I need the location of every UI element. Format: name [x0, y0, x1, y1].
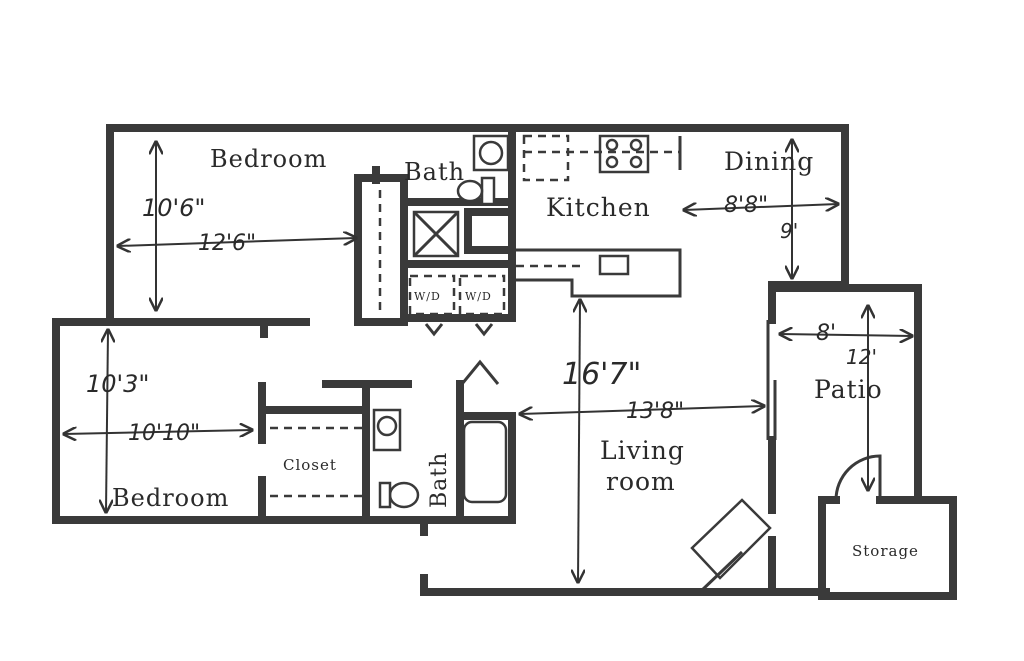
- toilet-1: [480, 176, 496, 206]
- fixtures: [270, 134, 882, 594]
- dim-label-bedroom-1-width: 12'6": [198, 231, 256, 256]
- washer-dryer-label-1: W/D: [414, 290, 441, 303]
- dim-label-patio-height: 12': [846, 345, 877, 369]
- room-label-kitchen: Kitchen: [546, 193, 651, 222]
- room-labels: Bedroom Bath Kitchen Dining Patio Bedroo…: [112, 145, 919, 560]
- washer-dryer-2: [458, 274, 506, 316]
- toilet-2: [388, 481, 420, 509]
- dim-label-patio-width: 8': [816, 321, 836, 346]
- dim-label-bedroom-2-width: 10'10": [128, 421, 200, 446]
- room-label-bath-1: Bath: [404, 158, 465, 186]
- room-label-bedroom-2: Bedroom: [112, 484, 229, 512]
- dim-label-living-width: 13'8": [626, 399, 684, 424]
- dim-label-dining-width: 8'8": [724, 193, 768, 218]
- room-label-bedroom-1: Bedroom: [210, 145, 327, 173]
- room-label-dining: Dining: [724, 147, 814, 176]
- room-label-patio: Patio: [814, 375, 883, 404]
- dim-label-dining-height: 9': [780, 219, 798, 243]
- room-label-closet: Closet: [283, 456, 337, 474]
- fireplace: [690, 498, 772, 580]
- bathtub: [462, 420, 508, 504]
- exterior-walls: [52, 124, 957, 600]
- room-label-living-line2: room: [606, 467, 676, 496]
- kitchen-counter: [522, 134, 570, 182]
- dimension-lines: [64, 140, 912, 582]
- dimension-labels: 10'6" 12'6" 8'8" 9' 8' 12' 16'7" 13'8" 1…: [86, 193, 877, 446]
- room-label-bath-2: Bath: [427, 452, 452, 508]
- kitchen-sink: [598, 254, 630, 276]
- interior-walls: [258, 124, 922, 600]
- washer-dryer-label-2: W/D: [465, 290, 492, 303]
- washer-dryer-1: [408, 274, 456, 316]
- room-label-storage: Storage: [852, 542, 919, 560]
- dim-label-bedroom-1-height: 10'6": [142, 194, 205, 222]
- dim-label-living-height: 16'7": [562, 357, 641, 392]
- room-label-living-line1: Living: [600, 436, 685, 465]
- dim-label-bedroom-2-height: 10'3": [86, 370, 149, 398]
